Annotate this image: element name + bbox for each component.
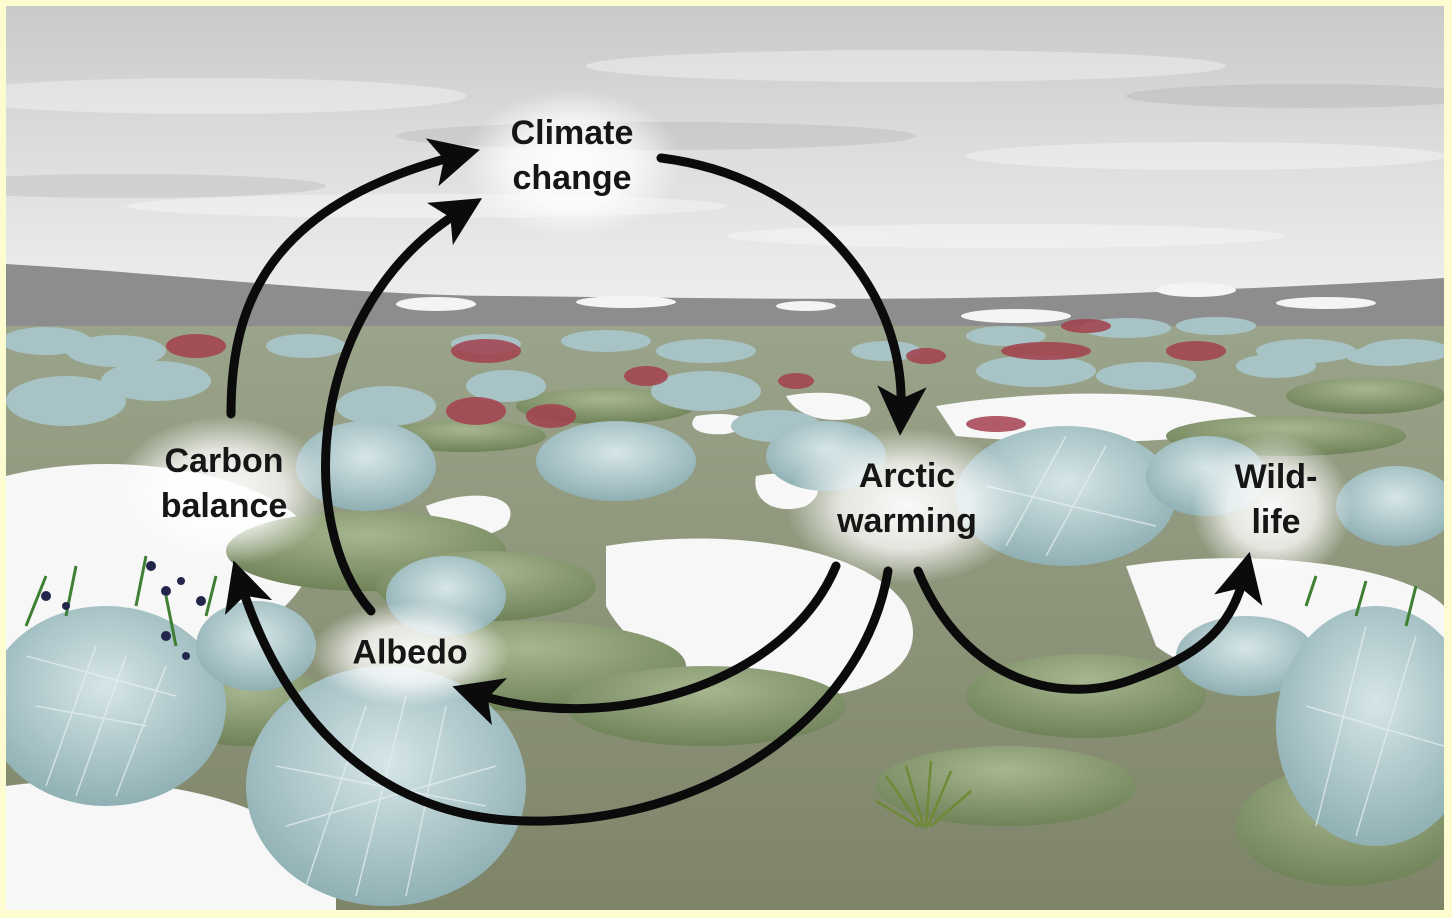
label-halos	[114, 89, 1352, 706]
sedge-tuft	[875, 760, 972, 829]
node-arctic-warming: Arctic warming	[837, 454, 977, 544]
diagram-frame: Climate change Arctic warming Carbon bal…	[6, 6, 1444, 910]
cloud-streaks	[6, 50, 1444, 248]
node-wildlife-line2: life	[1251, 503, 1301, 541]
node-climate-change-line1: Climate	[510, 114, 634, 152]
arrow-albedo-to-climate	[321, 198, 483, 616]
cycle-arrows	[224, 138, 1263, 826]
tundra-landscape	[6, 6, 1444, 910]
arrow-carbon-to-climate	[226, 138, 480, 419]
node-carbon-balance: Carbon balance	[161, 439, 288, 529]
arrow-arctic-to-carbon	[224, 560, 893, 826]
arrow-climate-to-arctic	[656, 153, 927, 436]
node-wildlife-line1: Wild-	[1234, 458, 1318, 496]
node-carbon-balance-line1: Carbon	[164, 442, 284, 480]
sky	[6, 6, 1444, 306]
node-arctic-warming-line2: warming	[837, 502, 977, 540]
node-climate-change: Climate change	[511, 111, 634, 201]
node-arctic-warming-line1: Arctic	[858, 457, 956, 495]
node-albedo-line1: Albedo	[352, 633, 468, 672]
arrow-arctic-to-albedo	[452, 561, 841, 726]
berry-bushes	[24, 555, 1418, 660]
node-wildlife: Wild- life	[1235, 455, 1318, 545]
node-albedo: Albedo	[352, 631, 467, 676]
foreground-shrubs	[6, 601, 1444, 906]
distant-snow-patches	[396, 283, 1376, 323]
red-shrubs	[166, 319, 1226, 432]
node-carbon-balance-line2: balance	[160, 487, 288, 525]
arrow-arctic-to-wildlife	[913, 551, 1263, 694]
node-climate-change-line2: change	[512, 159, 632, 197]
